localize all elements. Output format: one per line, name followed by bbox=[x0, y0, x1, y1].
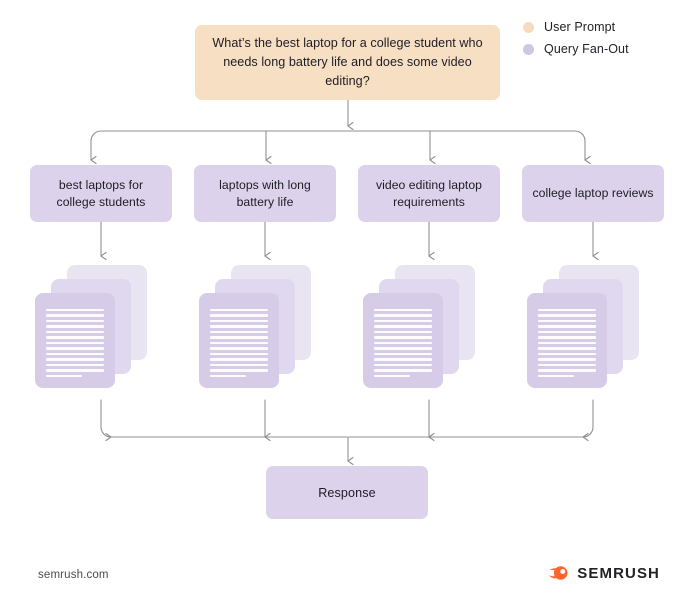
document-text-line bbox=[538, 374, 574, 378]
legend: User Prompt Query Fan-Out bbox=[523, 20, 629, 56]
document-text-line bbox=[538, 314, 596, 317]
document-text-line bbox=[46, 374, 82, 378]
document-text-line bbox=[538, 336, 596, 339]
document-text-line bbox=[538, 319, 596, 323]
document-text-line bbox=[46, 319, 104, 323]
document-text-line bbox=[210, 341, 268, 345]
document-text-line bbox=[374, 309, 432, 312]
query-node-label: best laptops for college students bbox=[56, 177, 146, 209]
document-text-line bbox=[46, 330, 104, 334]
document-text-line bbox=[210, 374, 246, 378]
document-text-line bbox=[538, 341, 596, 345]
document-text-line bbox=[210, 363, 268, 367]
document-text-line bbox=[374, 374, 410, 378]
document-text-line bbox=[210, 325, 268, 328]
query-node-label: video editing laptop requirements bbox=[375, 177, 483, 209]
document-text-line bbox=[46, 314, 104, 317]
document-text-line bbox=[538, 325, 596, 328]
query-node-3: video editing laptop requirements bbox=[358, 165, 500, 222]
document-text-line bbox=[210, 369, 268, 372]
document-text-line bbox=[374, 358, 432, 361]
document-text-line bbox=[46, 325, 104, 328]
document-text-line bbox=[46, 358, 104, 361]
query-node-2: laptops with long battery life bbox=[194, 165, 336, 222]
document-text-line bbox=[46, 363, 104, 367]
footer-url: semrush.com bbox=[38, 569, 109, 581]
legend-swatch-query-fanout bbox=[523, 43, 534, 55]
document-text-line bbox=[374, 336, 432, 339]
document-card-front bbox=[199, 293, 279, 388]
query-node-4: college laptop reviews bbox=[522, 165, 664, 222]
document-text-line bbox=[374, 352, 432, 356]
document-text-line bbox=[374, 369, 432, 372]
document-text-line bbox=[374, 347, 432, 350]
semrush-brand: SEMRUSH bbox=[548, 564, 660, 582]
document-text-line bbox=[538, 309, 596, 312]
query-node-label: laptops with long battery life bbox=[219, 177, 311, 209]
document-card-front bbox=[363, 293, 443, 388]
document-text-lines bbox=[210, 309, 268, 378]
document-text-line bbox=[46, 369, 104, 372]
document-text-line bbox=[46, 336, 104, 339]
document-text-line bbox=[538, 358, 596, 361]
document-text-lines bbox=[374, 309, 432, 378]
document-text-line bbox=[210, 309, 268, 312]
response-node: Response bbox=[266, 466, 428, 519]
document-text-line bbox=[374, 325, 432, 328]
document-text-line bbox=[538, 330, 596, 334]
document-text-line bbox=[374, 341, 432, 345]
document-text-line bbox=[210, 319, 268, 323]
legend-label-query-fanout: Query Fan-Out bbox=[544, 42, 629, 56]
document-text-line bbox=[374, 363, 432, 367]
legend-item-user-prompt: User Prompt bbox=[523, 20, 629, 34]
user-prompt-text: What’s the best laptop for a college stu… bbox=[212, 36, 483, 88]
document-text-line bbox=[46, 341, 104, 345]
user-prompt-node: What’s the best laptop for a college stu… bbox=[195, 25, 500, 100]
document-text-line bbox=[46, 309, 104, 312]
document-stack-4 bbox=[527, 265, 659, 390]
document-text-line bbox=[374, 330, 432, 334]
document-stack-3 bbox=[363, 265, 495, 390]
response-node-label: Response bbox=[318, 485, 376, 500]
semrush-comet-icon bbox=[549, 566, 568, 580]
document-card-front bbox=[35, 293, 115, 388]
document-text-line bbox=[46, 352, 104, 356]
query-node-1: best laptops for college students bbox=[30, 165, 172, 222]
legend-swatch-user-prompt bbox=[523, 21, 534, 33]
document-text-line bbox=[210, 336, 268, 339]
document-text-line bbox=[374, 319, 432, 323]
document-text-line bbox=[374, 314, 432, 317]
document-text-line bbox=[538, 369, 596, 372]
document-text-line bbox=[538, 352, 596, 356]
document-text-line bbox=[538, 363, 596, 367]
document-text-line bbox=[46, 347, 104, 350]
document-text-line bbox=[210, 330, 268, 334]
document-text-lines bbox=[538, 309, 596, 378]
document-text-line bbox=[210, 358, 268, 361]
document-text-line bbox=[210, 352, 268, 356]
document-text-line bbox=[538, 347, 596, 350]
document-stack-1 bbox=[35, 265, 167, 390]
query-node-label: college laptop reviews bbox=[532, 186, 654, 200]
legend-label-user-prompt: User Prompt bbox=[544, 20, 616, 34]
document-text-line bbox=[210, 347, 268, 350]
legend-item-query-fanout: Query Fan-Out bbox=[523, 42, 629, 56]
document-stack-2 bbox=[199, 265, 331, 390]
document-text-line bbox=[210, 314, 268, 317]
document-text-lines bbox=[46, 309, 104, 378]
document-card-front bbox=[527, 293, 607, 388]
semrush-wordmark: SEMRUSH bbox=[577, 564, 660, 582]
